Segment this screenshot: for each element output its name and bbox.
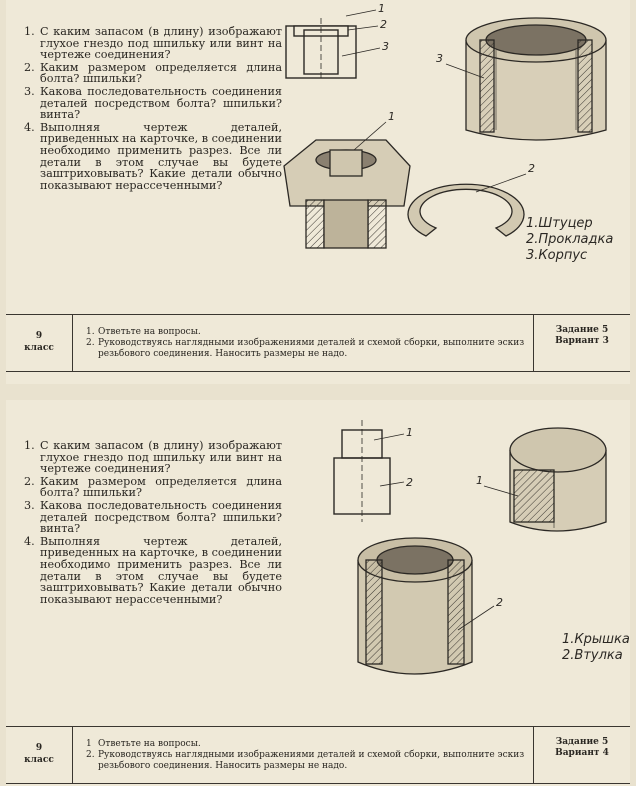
- question-item: 4.Выполняя чертеж деталей, приведенных н…: [24, 534, 283, 606]
- assignment-cell: Задание 5 Вариант 3: [533, 315, 630, 371]
- parts-legend: 1.Крышка 2.Втулка: [562, 632, 630, 664]
- question-list: 1.С каким запасом (в длину) изображают г…: [24, 26, 282, 192]
- question-list: 1.С каким запасом (в длину) изображают г…: [24, 440, 282, 606]
- callout-label: 1: [476, 474, 483, 487]
- legend-item: 2.Прокладка: [526, 232, 614, 247]
- task-item: 2.Руководствуясь наглядными изображениям…: [86, 338, 525, 359]
- callout-label: 1: [378, 2, 385, 15]
- legend-item: 1.Крышка: [562, 632, 630, 647]
- callout-label: 1: [406, 426, 413, 439]
- assignment-number: Задание 5: [555, 325, 609, 335]
- callout-label: 3: [436, 52, 443, 65]
- grade-word: класс: [24, 343, 54, 353]
- callout-label: 2: [380, 18, 387, 31]
- task-item: 1.Ответьте на вопросы.: [86, 327, 201, 337]
- grade-word: класс: [24, 755, 54, 765]
- callout-label: 3: [382, 40, 389, 53]
- parts-legend: 1.Штуцер 2.Прокладка 3.Корпус: [526, 216, 613, 264]
- assembly-scheme: [333, 420, 405, 522]
- legend-item: 1.Штуцер: [526, 216, 593, 231]
- grade-number: 9: [35, 743, 43, 753]
- legend-item: 2.Втулка: [562, 648, 623, 663]
- legend-item: 3.Корпус: [526, 248, 588, 263]
- assembly-scheme: [285, 9, 381, 80]
- assignment-number: Задание 5: [555, 737, 609, 747]
- question-item: 3.Какова последовательность соединения д…: [24, 498, 282, 536]
- callout-label: 1: [388, 110, 395, 123]
- assembly-drawing: 1 2 3 3: [283, 2, 607, 249]
- question-item: 2.Каким размером определяется длина болт…: [24, 60, 282, 86]
- assembly-drawing: 1 2 1 2: [333, 420, 607, 675]
- bushing-part-drawing: [357, 537, 473, 675]
- question-item: 1.С каким запасом (в длину) изображают г…: [24, 25, 282, 62]
- cap-part-drawing: [509, 427, 607, 532]
- fitting-part-drawing: [283, 139, 411, 249]
- grade-cell: 9 класс: [6, 315, 73, 371]
- question-item: 3.Какова последовательность соединения д…: [24, 84, 282, 122]
- task-instructions: 1.Ответьте на вопросы. 2.Руководствуясь …: [86, 327, 526, 360]
- assignment-cell: Задание 5 Вариант 4: [533, 727, 630, 783]
- gasket-part-drawing: [407, 183, 525, 237]
- question-item: 2.Каким размером определяется длина болт…: [24, 474, 282, 500]
- task-item: 2.Руководствуясь наглядными изображениям…: [86, 750, 525, 771]
- question-item: 4.Выполняя чертеж деталей, приведенных н…: [24, 120, 283, 192]
- grade-number: 9: [35, 331, 43, 341]
- task-card-variant-4: 1.С каким запасом (в длину) изображают г…: [6, 400, 630, 786]
- callout-label: 2: [528, 162, 535, 175]
- grade-cell: 9 класс: [6, 727, 73, 783]
- variant-number: Вариант 3: [555, 336, 609, 346]
- callout-label: 2: [496, 596, 503, 609]
- callout-label: 2: [406, 476, 413, 489]
- variant-number: Вариант 4: [555, 748, 609, 758]
- task-card-variant-3: 1.С каким запасом (в длину) изображают г…: [6, 0, 630, 384]
- question-item: 1.С каким запасом (в длину) изображают г…: [24, 439, 282, 476]
- card-footer: 9 класс 1.Ответьте на вопросы. 2.Руковод…: [6, 314, 630, 372]
- housing-part-drawing: [465, 17, 607, 141]
